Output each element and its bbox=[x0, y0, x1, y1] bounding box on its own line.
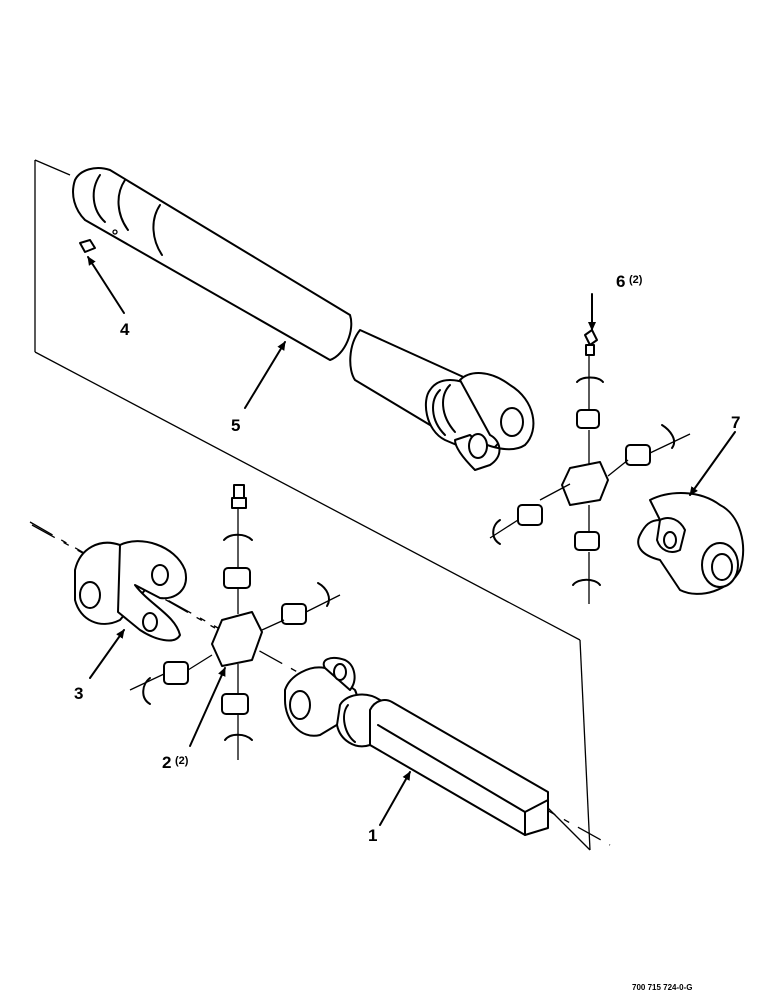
callout-7: 7 bbox=[731, 413, 740, 432]
part-4-grease-fitting bbox=[79, 229, 118, 253]
part-7-yoke bbox=[637, 492, 745, 595]
part-1-inner-shaft bbox=[284, 657, 549, 836]
part-5-outer-tube bbox=[72, 167, 535, 471]
callout-6: 6 bbox=[616, 272, 625, 291]
right-cross-bearing-kit bbox=[489, 329, 691, 604]
drawing-number: 700 715 724-0-G bbox=[632, 983, 693, 992]
callout-1: 1 bbox=[368, 826, 377, 845]
callout-5: 5 bbox=[231, 416, 240, 435]
callout-6-qty: (2) bbox=[629, 274, 643, 286]
callout-2: 2 bbox=[162, 753, 171, 772]
left-cross-bearing-kit bbox=[129, 484, 341, 760]
callout-2-qty: (2) bbox=[175, 755, 189, 767]
callout-4: 4 bbox=[120, 320, 130, 339]
part-3-yoke bbox=[74, 540, 187, 642]
callout-3: 3 bbox=[74, 684, 83, 703]
callout-labels: 1 2 (2) 3 4 5 6 (2) 7 700 715 724-0-G bbox=[74, 272, 740, 992]
leader-arrows bbox=[87, 256, 736, 826]
